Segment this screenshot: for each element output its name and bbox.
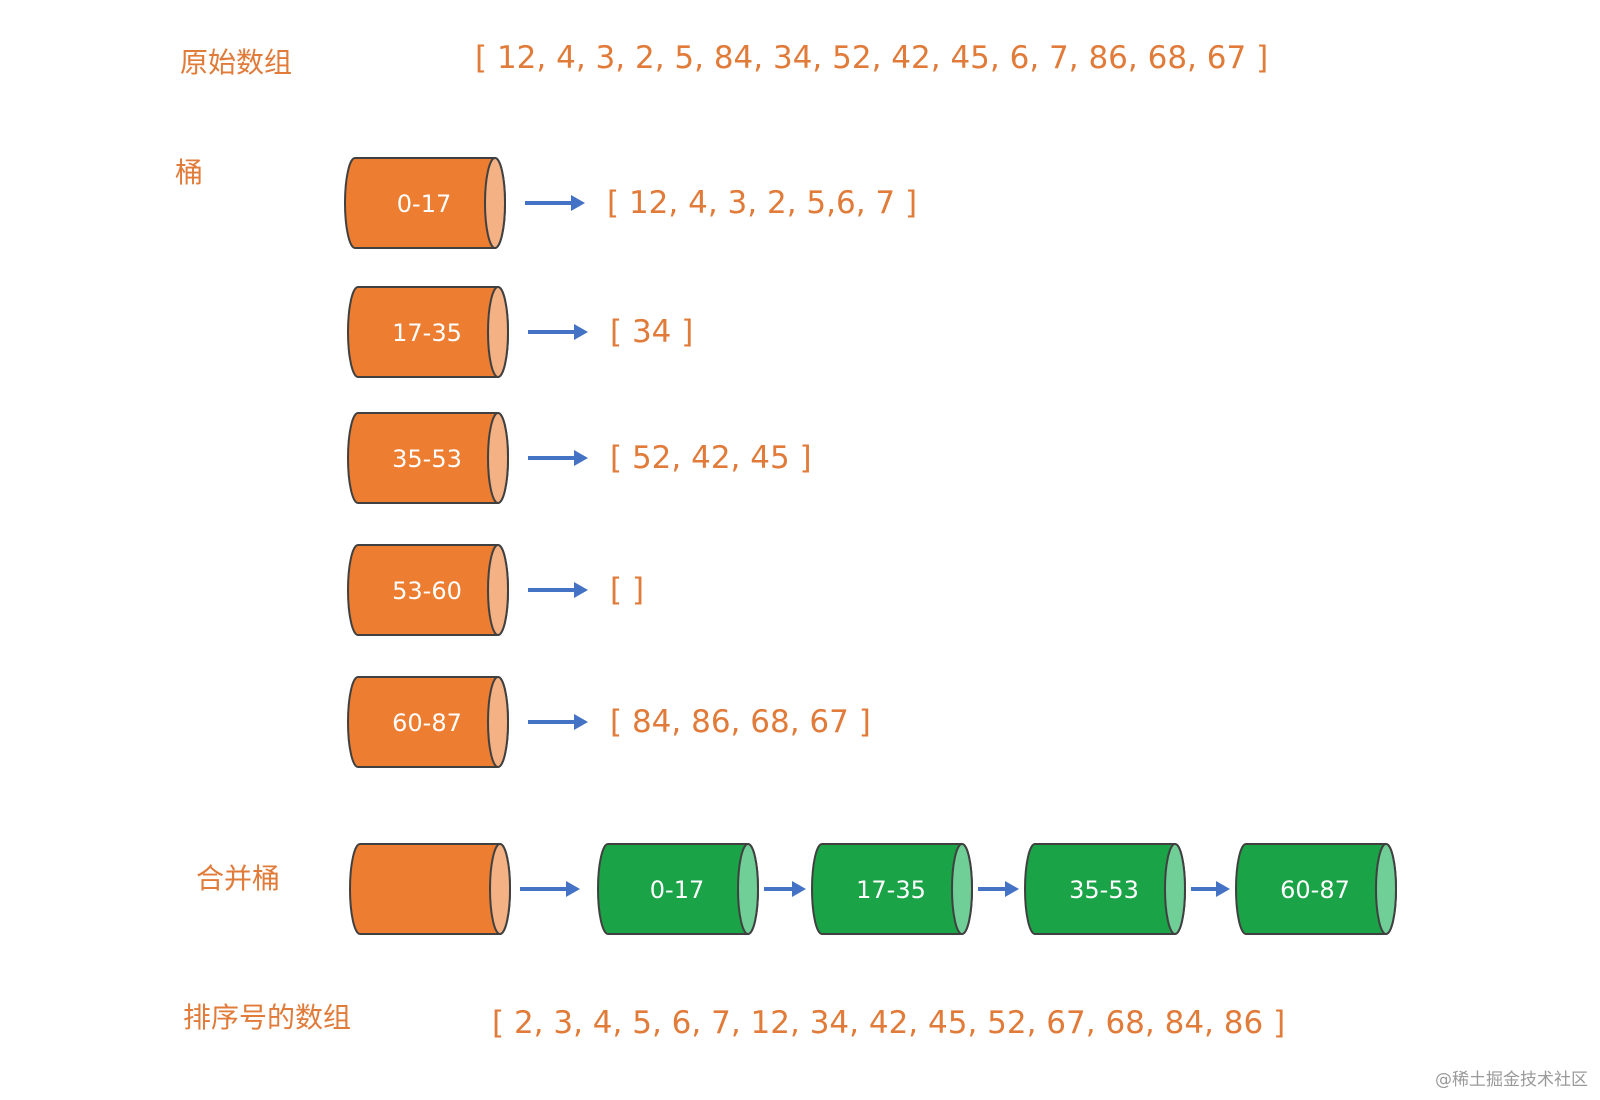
merge-arrow-head	[1216, 881, 1230, 897]
merge-arrow	[520, 881, 580, 897]
merge-arrow	[764, 881, 806, 897]
bucket-17-35-range-label: 17-35	[392, 319, 462, 347]
bucket-contents: [ 12, 4, 3, 2, 5,6, 7 ]	[607, 185, 917, 221]
bucket-contents: [ 52, 42, 45 ]	[610, 440, 812, 476]
bucket-rows: 0-17 [ 12, 4, 3, 2, 5,6, 7 ] 17-35 [ 34 ] 35…	[344, 157, 917, 768]
watermark: @稀土掘金技术社区	[1435, 1070, 1588, 1090]
bucket-row: 35-53 [ 52, 42, 45 ]	[347, 412, 812, 504]
original-array-values: [ 12, 4, 3, 2, 5, 84, 34, 52, 42, 45, 6,…	[475, 40, 1268, 76]
bucket-35-53: 35-53	[347, 412, 509, 504]
bucket-60-87: 60-87	[347, 676, 509, 768]
merge-arrow-head	[792, 881, 806, 897]
merge-buckets-label: 合并桶	[196, 862, 280, 895]
merge-node-17-35-cap	[951, 843, 973, 935]
merge-node-0-17: 0-17	[597, 843, 759, 935]
merge-head-bucket	[349, 843, 511, 935]
bucket-arrow	[528, 714, 588, 730]
merge-node-60-87-cap	[1375, 843, 1397, 935]
bucket-0-17-cap	[484, 157, 506, 249]
merge-node-0-17-cap	[737, 843, 759, 935]
bucket-contents: [ 34 ]	[610, 314, 693, 350]
bucket-arrow	[528, 324, 588, 340]
bucket-arrow	[528, 582, 588, 598]
bucket-arrow-head	[574, 450, 588, 466]
sorted-array-values: [ 2, 3, 4, 5, 6, 7, 12, 34, 42, 45, 52, …	[492, 1005, 1285, 1041]
merge-arrow	[978, 881, 1019, 897]
merge-node-35-53-cap	[1164, 843, 1186, 935]
merge-head-bucket-body	[349, 843, 511, 935]
bucket-contents: [ ]	[610, 572, 644, 608]
bucket-arrow-head	[571, 195, 585, 211]
bucket-60-87-range-label: 60-87	[392, 709, 462, 737]
merge-node-60-87: 60-87	[1235, 843, 1397, 935]
bucket-row: 17-35 [ 34 ]	[347, 286, 693, 378]
bucket-row: 53-60 [ ]	[347, 544, 644, 636]
bucket-35-53-range-label: 35-53	[392, 445, 462, 473]
bucket-35-53-cap	[487, 412, 509, 504]
bucket-53-60: 53-60	[347, 544, 509, 636]
merge-arrow-head	[566, 881, 580, 897]
merge-node-0-17-range-label: 0-17	[650, 876, 704, 904]
merge-node-35-53: 35-53	[1024, 843, 1186, 935]
bucket-row: 60-87 [ 84, 86, 68, 67 ]	[347, 676, 871, 768]
merge-node-35-53-range-label: 35-53	[1069, 876, 1139, 904]
merge-head-bucket-cap	[489, 843, 511, 935]
bucket-arrow-head	[574, 582, 588, 598]
buckets-label: 桶	[175, 156, 203, 189]
merge-node-17-35-range-label: 17-35	[856, 876, 926, 904]
bucket-17-35-cap	[487, 286, 509, 378]
bucket-0-17: 0-17	[344, 157, 506, 249]
bucket-53-60-range-label: 53-60	[392, 577, 462, 605]
merge-node-17-35: 17-35	[811, 843, 973, 935]
merge-arrow	[1191, 881, 1230, 897]
sorted-array-label: 排序号的数组	[183, 1001, 351, 1034]
original-array-label: 原始数组	[180, 46, 292, 79]
bucket-53-60-cap	[487, 544, 509, 636]
merge-arrow-head	[1005, 881, 1019, 897]
bucket-contents: [ 84, 86, 68, 67 ]	[610, 704, 871, 740]
bucket-row: 0-17 [ 12, 4, 3, 2, 5,6, 7 ]	[344, 157, 917, 249]
bucket-17-35: 17-35	[347, 286, 509, 378]
bucket-arrow	[525, 195, 585, 211]
merge-chain: 0-17 17-35 35-53 60-87	[349, 843, 1397, 935]
bucket-60-87-cap	[487, 676, 509, 768]
bucket-arrow	[528, 450, 588, 466]
bucket-0-17-range-label: 0-17	[397, 190, 451, 218]
bucket-arrow-head	[574, 714, 588, 730]
bucket-arrow-head	[574, 324, 588, 340]
merge-node-60-87-range-label: 60-87	[1280, 876, 1350, 904]
